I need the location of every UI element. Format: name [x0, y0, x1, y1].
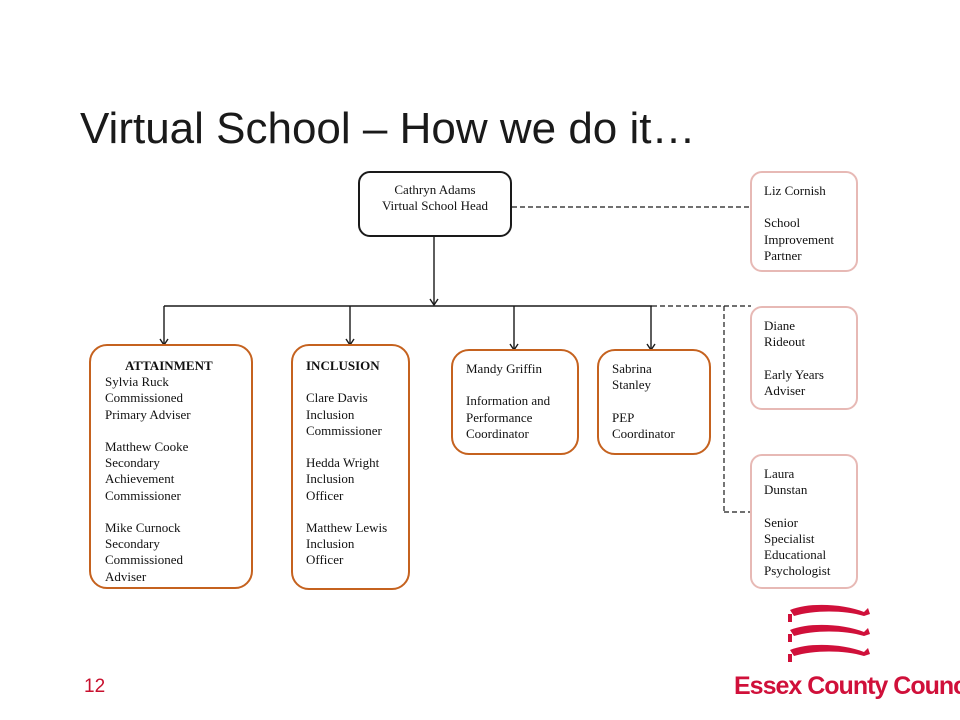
- box-text-line: Clare Davis: [306, 390, 368, 406]
- box-text-line: Diane: [764, 318, 796, 333]
- virtual-school-head-box: Cathryn Adams Virtual School Head: [358, 171, 512, 237]
- blank-line: [764, 199, 856, 215]
- box-text-line: Coordinator: [466, 425, 529, 441]
- box-text-line: Inclusion: [306, 536, 355, 552]
- box-text-line: Achievement: [105, 471, 175, 487]
- box-text-line: Specialist: [764, 530, 815, 546]
- box-text-line: Improvement: [764, 231, 835, 247]
- blank-line: [764, 498, 856, 514]
- box-text-line: Performance: [466, 409, 533, 425]
- box-text-line: Mike Curnock: [105, 520, 181, 535]
- box-text-line: Dunstan: [764, 482, 808, 498]
- blank-line: [105, 504, 251, 520]
- blank-line: [306, 374, 408, 390]
- blank-line: [306, 504, 408, 520]
- box-text-line: Hedda Wright: [306, 455, 380, 471]
- box-text-line: Adviser: [764, 382, 806, 398]
- box-text-line: Inclusion: [306, 471, 355, 487]
- box-text-line: Matthew Lewis: [306, 519, 388, 535]
- box-text-line: Matthew Cooke: [105, 439, 189, 454]
- box-text-line: Information and: [466, 393, 551, 409]
- head-name: Cathryn Adams: [394, 182, 476, 197]
- box-text-line: Commissioner: [105, 487, 181, 503]
- box-text-line: Senior: [764, 514, 798, 530]
- box-text-line: Sabrina: [612, 361, 652, 376]
- box-text-line: Early Years: [764, 366, 824, 382]
- box-text-line: Adviser: [105, 568, 147, 584]
- box-text-line: Commissioner: [306, 422, 382, 438]
- inclusion-heading: INCLUSION: [306, 358, 380, 373]
- box-text-line: Mandy Griffin: [466, 361, 542, 376]
- box-text-line: Primary Adviser: [105, 406, 191, 422]
- box-text-line: PEP: [612, 409, 635, 425]
- box-text-line: Educational: [764, 547, 827, 562]
- blank-line: [466, 377, 577, 393]
- box-text-line: Rideout: [764, 334, 806, 350]
- attainment-heading: ATTAINMENT: [125, 358, 213, 373]
- essex-seaxes-logo-icon: [788, 604, 870, 662]
- box-text-line: Partner: [764, 247, 802, 263]
- box-text-line: Liz Cornish: [764, 183, 826, 198]
- box-text-line: Stanley: [612, 377, 651, 393]
- slide-title: Virtual School – How we do it…: [80, 104, 696, 153]
- box-text-line: Sylvia Ruck: [105, 374, 169, 390]
- box-text-line: School: [764, 215, 801, 231]
- blank-line: [306, 439, 408, 455]
- blank-line: [612, 393, 709, 409]
- box-text-line: Laura: [764, 466, 795, 481]
- box-text-line: Inclusion: [306, 406, 355, 422]
- blank-line: [764, 350, 856, 366]
- box-text-line: Officer: [306, 552, 344, 568]
- page-number: 12: [84, 676, 106, 697]
- box-text-line: Commissioned: [105, 552, 184, 568]
- blank-line: [105, 423, 251, 439]
- box-text-line: Coordinator: [612, 425, 675, 441]
- box-text-line: Officer: [306, 487, 344, 503]
- box-text-line: Psychologist: [764, 563, 831, 579]
- box-text-line: Commissioned: [105, 390, 184, 406]
- box-text-line: Secondary: [105, 455, 160, 471]
- head-role: Virtual School Head: [381, 198, 489, 214]
- box-text-line: Secondary: [105, 536, 160, 552]
- essex-county-council-logo-text: Essex County Council: [734, 672, 960, 700]
